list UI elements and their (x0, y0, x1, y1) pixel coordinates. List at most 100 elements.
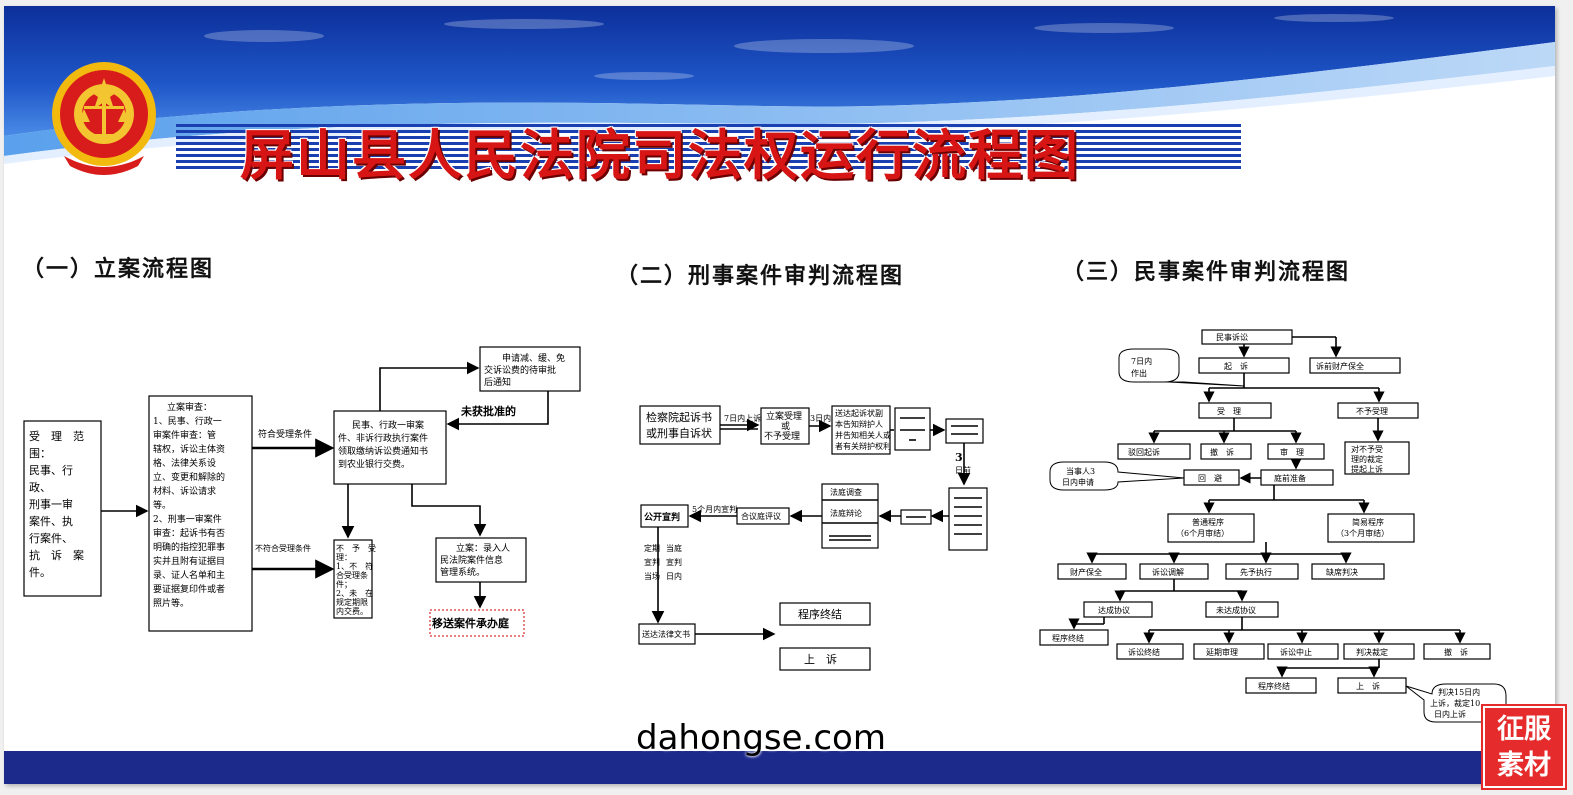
civil-preserve-box (1057, 563, 1127, 580)
flowchart-board: 屏山县人民法院司法权运行流程图 （一）立案流程图 （二）刑事案件审判流程图 （三… (4, 6, 1555, 784)
fee-notice-line: 到农业银行交费。 (338, 458, 410, 470)
pronounce-item: 日内 (666, 571, 682, 581)
civil-simple-line: 简易程序 (1352, 517, 1384, 527)
not-accept-line: 1、不 符 (336, 561, 373, 571)
transfer-label: 移送案件承办庭 (432, 616, 509, 630)
civil-withdraw2-label: 撤 诉 (1444, 647, 1468, 657)
criminal-end-box (779, 602, 871, 626)
civil-execute-first-box (1225, 563, 1299, 580)
filed-line: 管理系统。 (440, 566, 485, 578)
stamp-line: 素材 (1497, 750, 1551, 781)
hearing-item: 法庭调查 (830, 487, 862, 497)
scope-line: 刑事一审 (29, 497, 73, 511)
within5-label: 5个月内宣判 (692, 504, 737, 514)
review-line: 辖权，诉讼主体资 (153, 443, 225, 455)
civil-note-judgment-line: 判决15日内 (1438, 687, 1480, 697)
civil-execute-first-label: 先予执行 (1240, 567, 1272, 577)
notice-box (831, 405, 891, 455)
review-line: 等。 (153, 499, 171, 511)
civil-proc-end-box (1039, 629, 1109, 646)
scope-line: 件。 (29, 566, 51, 579)
civil-note-line: 作出 (1131, 368, 1147, 378)
civil-ordinary-line: （6个月审结） (1176, 528, 1229, 538)
fee-notice-box (333, 410, 447, 485)
civil-suspend-label: 诉讼中止 (1280, 647, 1312, 657)
bottom-bar (4, 751, 1555, 784)
not-accept-line: 合受理条 (336, 570, 368, 580)
civil-not-agreed-label: 未达成协议 (1216, 605, 1256, 615)
scope-box (23, 420, 102, 597)
review-line: 2、刑事一审案件 (153, 513, 222, 525)
pronounce-item: 宣判 (644, 557, 660, 567)
reject-condition-label: 不符合受理条件 (255, 543, 311, 553)
days-label: 日前 (955, 465, 971, 475)
civil-withdraw-label: 撤 诉 (1210, 447, 1234, 457)
review-line: 格、法律关系设 (153, 457, 216, 469)
civil-reject-label: 不予受理 (1356, 406, 1388, 416)
serve-label: 送达法律文书 (642, 629, 690, 639)
civil-appeal-box (1337, 677, 1407, 694)
relief-application-box (479, 346, 581, 392)
civil-proc-end2-box (1245, 677, 1317, 694)
section-title-criminal: （二）刑事案件审判流程图 (616, 263, 905, 289)
filed-line: 民法院案件信息 (440, 554, 503, 566)
civil-agreed-label: 达成协议 (1098, 605, 1130, 615)
civil-dismiss-box (1117, 443, 1191, 460)
scope-line: 行案件、 (29, 531, 73, 545)
civil-accept-label: 受 理 (1217, 406, 1241, 416)
main-title: 屏山县人民法院司法权运行流程图 (240, 123, 1080, 187)
fee-notice-line: 领取缴纳诉讼费通知书 (338, 445, 428, 457)
civil-prep-label: 庭前准备 (1274, 473, 1306, 483)
review-line: 审案件审查：管 (153, 429, 216, 441)
decide-line: 不予受理 (764, 430, 800, 442)
civil-proc-end-label: 程序终结 (1052, 633, 1084, 643)
relief-line: 后通知 (484, 376, 511, 388)
civil-extend-label: 延期审理 (1206, 647, 1238, 657)
review-line: 照片等。 (153, 597, 189, 609)
accept-condition-label: 符合受理条件 (258, 428, 312, 440)
civil-accept-box (1198, 402, 1272, 419)
civil-appeal-reject-line: 对不予受 (1351, 444, 1383, 454)
review-line: 明确的指控犯罪事 (153, 541, 225, 553)
decide-box (760, 407, 810, 445)
civil-mediation-label: 诉讼调解 (1152, 567, 1184, 577)
civil-note-party-line: 日内申请 (1062, 477, 1094, 487)
public-verdict-box (640, 504, 689, 528)
document-box (894, 407, 931, 451)
civil-flowchart: 民事诉讼 起 诉 诉前财产保全 7日内 作出 受 理 不予受理 (1039, 329, 1507, 723)
notice-line: 送达起诉状副 (835, 408, 883, 418)
not-accept-line: 规定期限 (336, 597, 368, 607)
scope-line: 受 理 范 (29, 429, 84, 443)
within3-label: 3日内 (810, 413, 831, 423)
scope-line: 民事、行 (29, 464, 73, 477)
not-approved-label: 未获批准的 (460, 404, 516, 418)
deliberation-label: 合议庭评议 (741, 511, 781, 521)
pronounce-item: 定期 (644, 543, 660, 553)
stamp-logo: 征服 素材 (1481, 704, 1567, 790)
criminal-flowchart: 检察院起诉书 或刑事自诉状 7日内上诉或 立案受理 或 不予受理 3日内 送达起… (638, 405, 988, 671)
decide-line: 立案受理 (766, 410, 802, 422)
review-line: 立案审查： (167, 401, 212, 413)
section-title-civil: （三）民事案件审判流程图 (1062, 259, 1351, 285)
hearing-stages-box (821, 483, 879, 549)
civil-simple-line: （3个月审结） (1336, 528, 1389, 538)
header-banner (4, 6, 1555, 175)
review-line: 材料、诉讼请求 (153, 485, 216, 497)
pronounce-item: 当场 (644, 571, 660, 581)
not-accept-line: 件； (336, 579, 352, 589)
decide-line: 或 (781, 420, 790, 432)
civil-default-label: 缺席判决 (1326, 567, 1358, 577)
civil-appeal-reject-line: 理的裁定 (1351, 454, 1383, 464)
notice-line: 本告知辩护人 (835, 419, 883, 429)
criminal-appeal-label: 上 诉 (804, 653, 837, 666)
stamp-line: 征服 (1497, 714, 1551, 745)
civil-trial-label: 审 理 (1280, 447, 1304, 457)
review-line: 立、变更和解除的 (153, 471, 225, 483)
civil-appeal-reject-line: 提起上诉 (1351, 464, 1383, 474)
prosecution-line: 或刑事自诉状 (646, 426, 712, 440)
civil-default-box (1311, 563, 1385, 580)
watermark-text: dahongse.com (636, 718, 886, 758)
notice-line: 者有关辩护权利 (835, 441, 891, 451)
scope-line: 抗 诉 案 (29, 548, 84, 562)
civil-simple-box (1327, 513, 1415, 543)
